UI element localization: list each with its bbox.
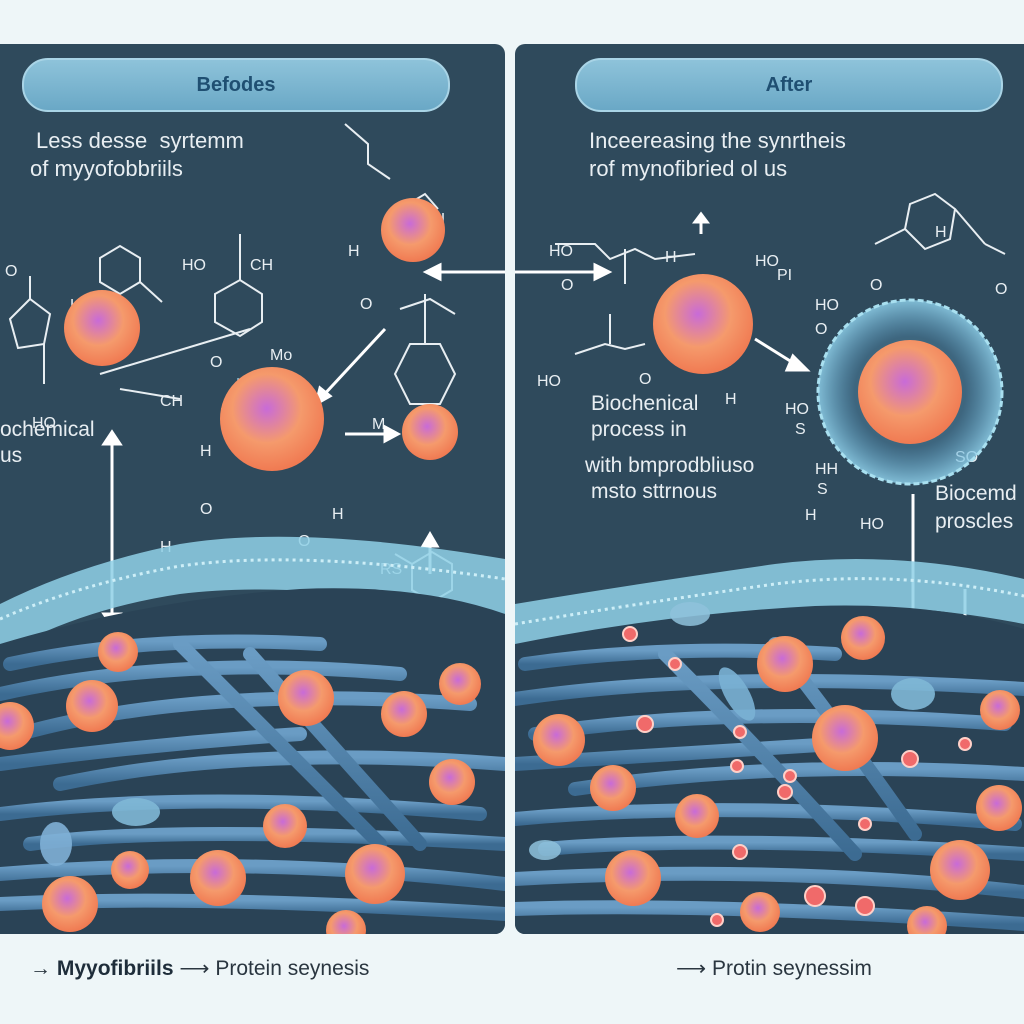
before-caption-line2: of myyofobbriils [30,156,183,181]
svg-text:HO: HO [537,373,561,390]
svg-text:HO: HO [549,243,573,260]
before-caption-line1: Less desse syrtemm [36,128,244,153]
after-cell-membrane [515,559,1024,654]
after-caption-line1: Inceereasing the synrtheis [589,128,846,153]
svg-text:H: H [935,224,947,241]
svg-text:O: O [561,277,573,294]
protein-spheres [64,198,458,471]
svg-text:O: O [5,263,17,280]
svg-text:PI: PI [777,267,792,284]
after-myofibril-bundle [515,602,1024,934]
svg-text:O: O [200,501,212,518]
svg-text:HO: HO [785,401,809,418]
footer-right-legend: ⟶ Protin seynessim [676,956,872,981]
svg-text:O: O [870,277,882,294]
after-title-pill: After [575,58,1003,112]
long-arrow-icon-right: ⟶ [676,957,707,980]
before-title-pill: Befodes [22,58,450,112]
before-illustration: O HS HO HO CH Mo CH O O CH H O M H H O H… [0,123,505,934]
svg-text:HO: HO [815,297,839,314]
myofibril-bundle [0,588,505,934]
svg-text:HO: HO [860,516,884,533]
svg-text:HO: HO [32,415,56,432]
svg-text:H: H [348,243,360,260]
molecule-atom-labels: O HS HO HO CH Mo CH O O CH H O M H H O H… [5,210,445,578]
after-process-line4: msto sttrnous [591,480,718,503]
before-title: Befodes [196,73,276,96]
svg-text:H: H [200,443,212,460]
svg-text:Mo: Mo [270,347,292,364]
svg-text:CH: CH [250,257,273,274]
long-arrow-icon: ⟶ [179,957,210,980]
footer-term-protein-synthesis-right: Protin seynessim [711,957,872,980]
svg-text:H: H [725,391,737,408]
svg-text:H: H [332,506,344,523]
cell-membrane [0,536,505,654]
after-illustration: HO O H HO PI HO O H O H O HO O HO S HH S… [515,192,1024,934]
footer-term-myofibrils: Myyofibriils [56,957,174,980]
molecule-structures [8,123,457,604]
svg-text:H: H [665,249,677,266]
svg-text:HH: HH [815,461,838,478]
svg-text:HO: HO [755,253,779,270]
svg-text:O: O [995,281,1007,298]
after-molecule-structures [555,192,1006,355]
footer-term-protein-synthesis: Protein seynesis [215,957,370,980]
after-side-line2: proscles [935,510,1014,533]
svg-text:O: O [815,321,827,338]
svg-text:HO: HO [182,257,206,274]
before-side-line1: ochemical [0,418,95,441]
after-process-line3: with bmprodbliuso [585,454,755,477]
svg-text:O: O [360,296,372,313]
after-caption-line2: rof mynofibried ol us [589,156,788,181]
before-side-line2: us [0,444,23,467]
after-title: After [765,73,813,96]
after-panel: After Inceereasing the synrtheis rof myn… [515,44,1024,934]
svg-text:O: O [210,354,222,371]
svg-text:O: O [639,371,651,388]
after-protein-spheres [653,274,1004,486]
svg-text:H: H [805,507,817,524]
after-process-line1: Biochenical [591,392,699,415]
svg-text:S: S [817,481,828,498]
before-panel: Befodes Less desse syrtemm of myyofobbri… [0,44,505,934]
after-process-line2: process in [591,418,687,441]
svg-text:S: S [795,421,806,438]
after-side-line1: Biocemd [935,482,1017,505]
svg-text:M: M [372,416,385,433]
svg-text:CH: CH [160,393,183,410]
footer-left-legend: → Myyofibriils ⟶ Protein seynesis [30,956,369,981]
arrow-icon: → [30,957,51,980]
